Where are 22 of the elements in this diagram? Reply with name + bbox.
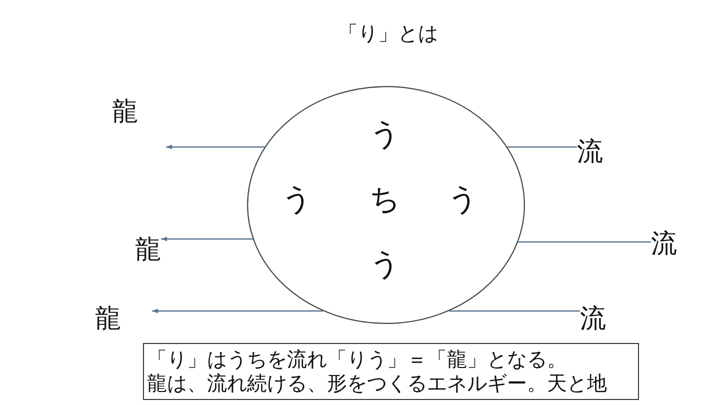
- connector-line: [507, 146, 577, 148]
- note-text: 龍は、流れ続ける、形をつくるエネルギー。天と地: [147, 371, 608, 396]
- kana-character: ち: [370, 185, 400, 215]
- kana-character: う: [370, 120, 400, 150]
- arrow: [161, 236, 253, 242]
- text-label: 龍: [135, 237, 161, 263]
- text-label: 流: [580, 306, 606, 332]
- connector-line: [449, 310, 580, 312]
- arrow: [166, 144, 265, 150]
- kana-character: う: [282, 185, 312, 215]
- kana-character: う: [370, 250, 400, 280]
- text-label: 流: [651, 231, 677, 257]
- ellipse-shape: [247, 86, 525, 324]
- text-label: 龍: [112, 99, 138, 125]
- note-box: [143, 343, 639, 400]
- connector-line: [518, 241, 651, 243]
- text-label: 流: [577, 139, 603, 165]
- title-text: 「り」とは: [338, 21, 438, 45]
- note-text: 「り」はうちを流れ「りう」＝「龍」となる。: [147, 347, 568, 372]
- text-label: 龍: [95, 306, 121, 332]
- kana-character: う: [448, 185, 478, 215]
- arrow: [152, 308, 323, 314]
